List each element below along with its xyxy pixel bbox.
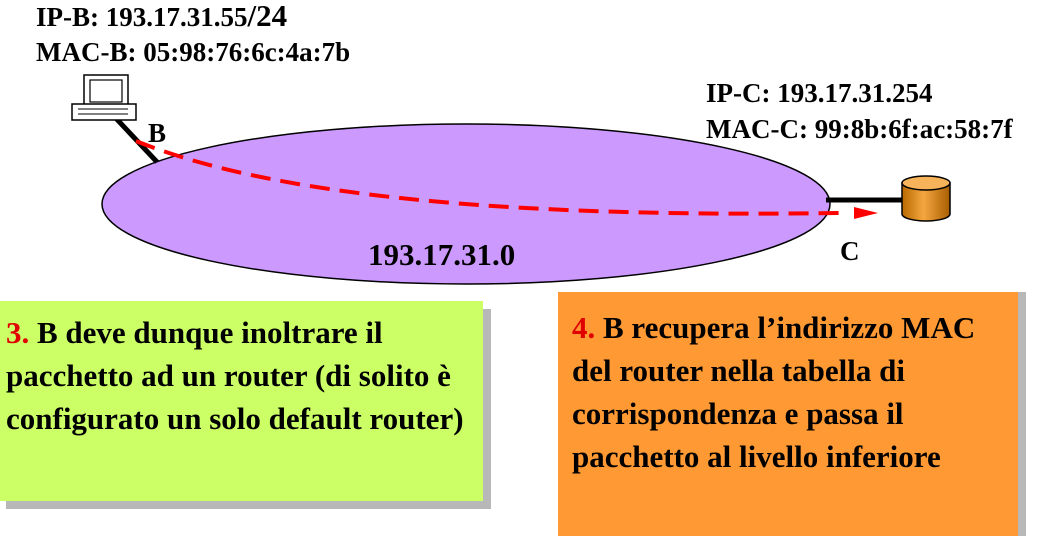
host-b-ip-label: IP-B: 193.17.31.55/24	[36, 0, 288, 33]
host-b-link	[109, 111, 159, 164]
note-step-4: 4. B recupera l’indirizzo MAC del router…	[558, 292, 1018, 536]
note-step-3-number: 3.	[6, 315, 30, 350]
note-step-4-number: 4.	[572, 310, 596, 345]
network-address-label: 193.17.31.0	[368, 237, 516, 272]
host-b-ip-text: IP-B: 193.17.31.55	[36, 2, 248, 32]
packet-path	[135, 139, 841, 216]
network-diagram	[71, 74, 951, 285]
note-step-4-text: B recupera l’indirizzo MAC del router ne…	[572, 310, 976, 474]
host-b-ip-mask: /24	[247, 0, 288, 33]
router-c-ip-label: IP-C: 193.17.31.254	[706, 78, 933, 108]
router-c-mac-label: MAC-C: 99:8b:6f:ac:58:7f	[706, 114, 1013, 144]
node-c-label: C	[840, 236, 860, 266]
computer-icon	[71, 74, 137, 121]
arrow-head-icon	[854, 207, 878, 219]
node-b-label: B	[148, 118, 167, 148]
note-step-3-text: B deve dunque inoltrare il pacchetto ad …	[6, 315, 464, 436]
host-b-mac-label: MAC-B: 05:98:76:6c:4a:7b	[36, 37, 351, 67]
note-step-3: 3. B deve dunque inoltrare il pacchetto …	[0, 301, 483, 501]
router-cylinder-icon	[901, 175, 951, 222]
